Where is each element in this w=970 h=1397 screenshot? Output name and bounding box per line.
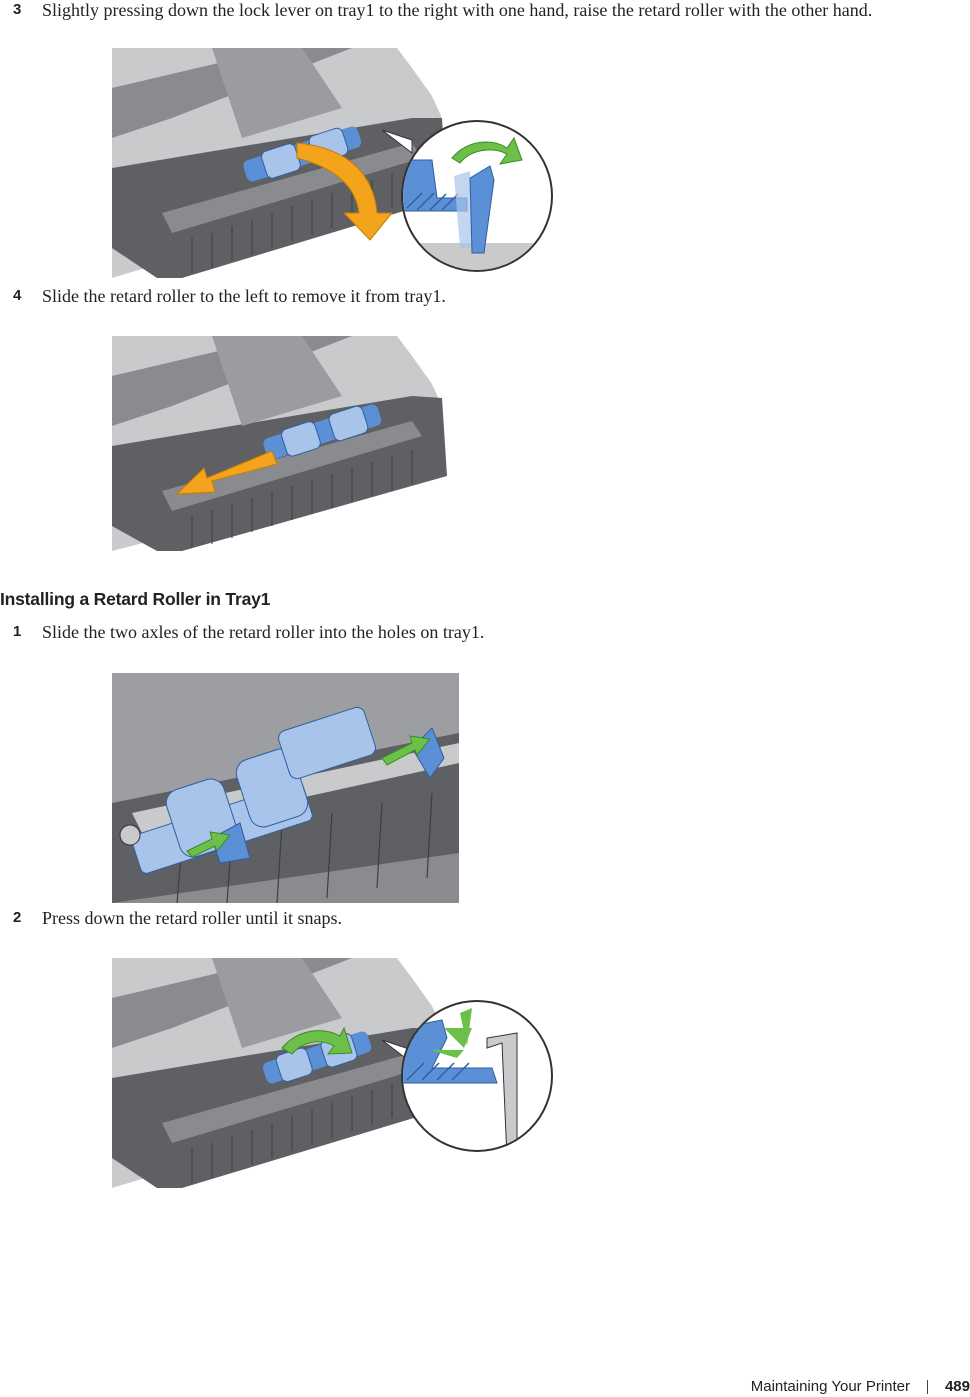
- section-title: Installing a Retard Roller in Tray1: [0, 589, 271, 609]
- figure-insert-axles: [112, 673, 459, 903]
- step-number: 3: [13, 1, 22, 18]
- figure-press-roller-snap: [112, 958, 557, 1190]
- step-number: 4: [13, 287, 22, 304]
- footer-separator: [927, 1380, 928, 1394]
- page-number: 489: [944, 1378, 970, 1395]
- figure-raise-retard-roller: [112, 48, 557, 280]
- page-footer: Maintaining Your Printer 489: [570, 1377, 970, 1397]
- step-text: Slide the two axles of the retard roller…: [42, 622, 485, 642]
- figure-slide-roller-left: [112, 336, 457, 556]
- step-text: Slightly pressing down the lock lever on…: [42, 0, 873, 20]
- footer-chapter: Maintaining Your Printer: [750, 1378, 910, 1395]
- step-number: 1: [13, 623, 22, 640]
- step-text: Press down the retard roller until it sn…: [42, 908, 342, 928]
- step-number: 2: [13, 909, 22, 926]
- step-text: Slide the retard roller to the left to r…: [42, 286, 446, 306]
